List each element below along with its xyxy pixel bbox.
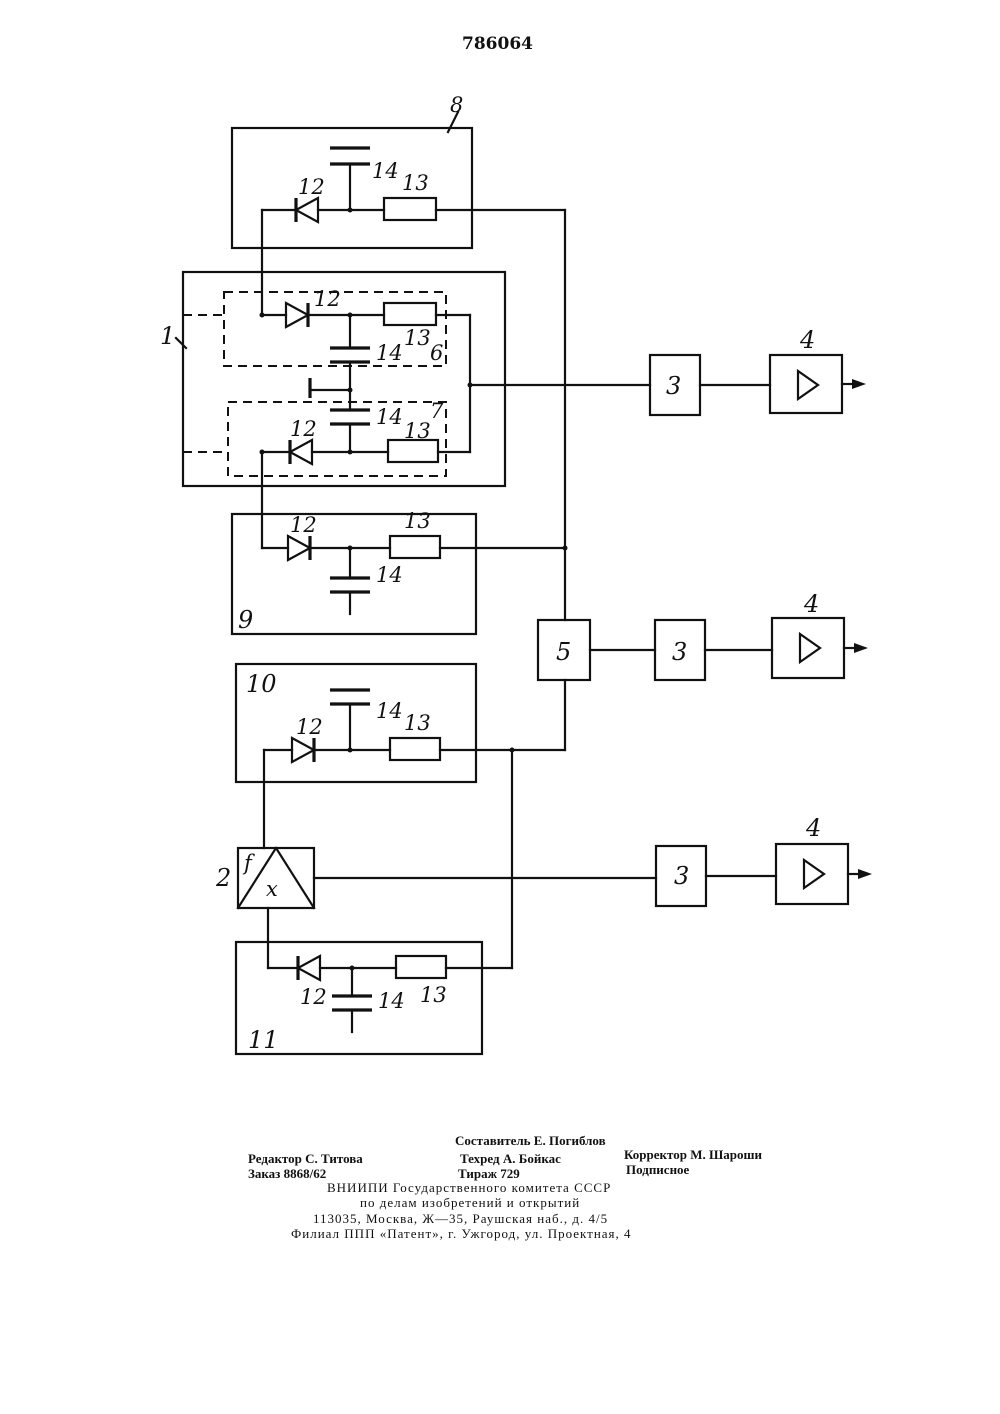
label-diode: 12 (290, 513, 317, 537)
label-capacitor: 14 (376, 341, 403, 365)
symbol-f: f (242, 851, 255, 875)
label-7: 7 (430, 399, 444, 423)
label-2: 2 (215, 864, 231, 892)
label-3: 3 (672, 638, 687, 666)
label-diode: 12 (298, 175, 325, 199)
label-resistor: 13 (404, 711, 431, 735)
signed: Подписное (626, 1162, 689, 1178)
order: Заказ 8868/62 (248, 1166, 326, 1182)
label-capacitor: 14 (376, 563, 403, 587)
label-8: 8 (450, 93, 463, 117)
org-line1: ВНИИПИ Государственного комитета СССР (327, 1180, 611, 1196)
label-diode: 12 (314, 287, 341, 311)
label-6: 6 (430, 341, 443, 365)
address: 113035, Москва, Ж—35, Раушская наб., д. … (313, 1211, 608, 1227)
block-2 (238, 848, 656, 908)
org-line2: по делам изобретений и открытий (360, 1195, 580, 1211)
label-capacitor: 14 (378, 989, 405, 1013)
editor: Редактор С. Титова (248, 1151, 363, 1167)
compiler: Составитель Е. Погиблов (455, 1133, 606, 1149)
branch: Филиал ППП «Патент», г. Ужгород, ул. Про… (291, 1226, 632, 1242)
label-1: 1 (160, 322, 175, 350)
corrector: Корректор М. Шароши (624, 1147, 762, 1163)
label-capacitor: 14 (372, 159, 399, 183)
label-5: 5 (556, 638, 571, 666)
label-resistor: 13 (420, 983, 447, 1007)
label-capacitor: 14 (376, 405, 403, 429)
label-resistor: 13 (404, 419, 431, 443)
label-capacitor: 14 (376, 699, 403, 723)
label-4: 4 (805, 814, 821, 842)
output-row-1 (650, 355, 866, 415)
label-resistor: 13 (404, 326, 431, 350)
label-9: 9 (238, 606, 253, 634)
label-resistor: 13 (404, 509, 431, 533)
label-diode: 12 (296, 715, 323, 739)
detector-10 (236, 664, 565, 782)
label-11: 11 (248, 1026, 279, 1054)
techred: Техред А. Бойкас (460, 1151, 561, 1167)
label-4: 4 (803, 590, 819, 618)
label-4: 4 (799, 326, 815, 354)
label-3: 3 (666, 372, 681, 400)
label-diode: 12 (300, 985, 327, 1009)
label-resistor: 13 (402, 171, 429, 195)
label-3: 3 (674, 862, 689, 890)
symbol-x: x (266, 877, 278, 901)
label-10: 10 (246, 670, 277, 698)
label-diode: 12 (290, 417, 317, 441)
